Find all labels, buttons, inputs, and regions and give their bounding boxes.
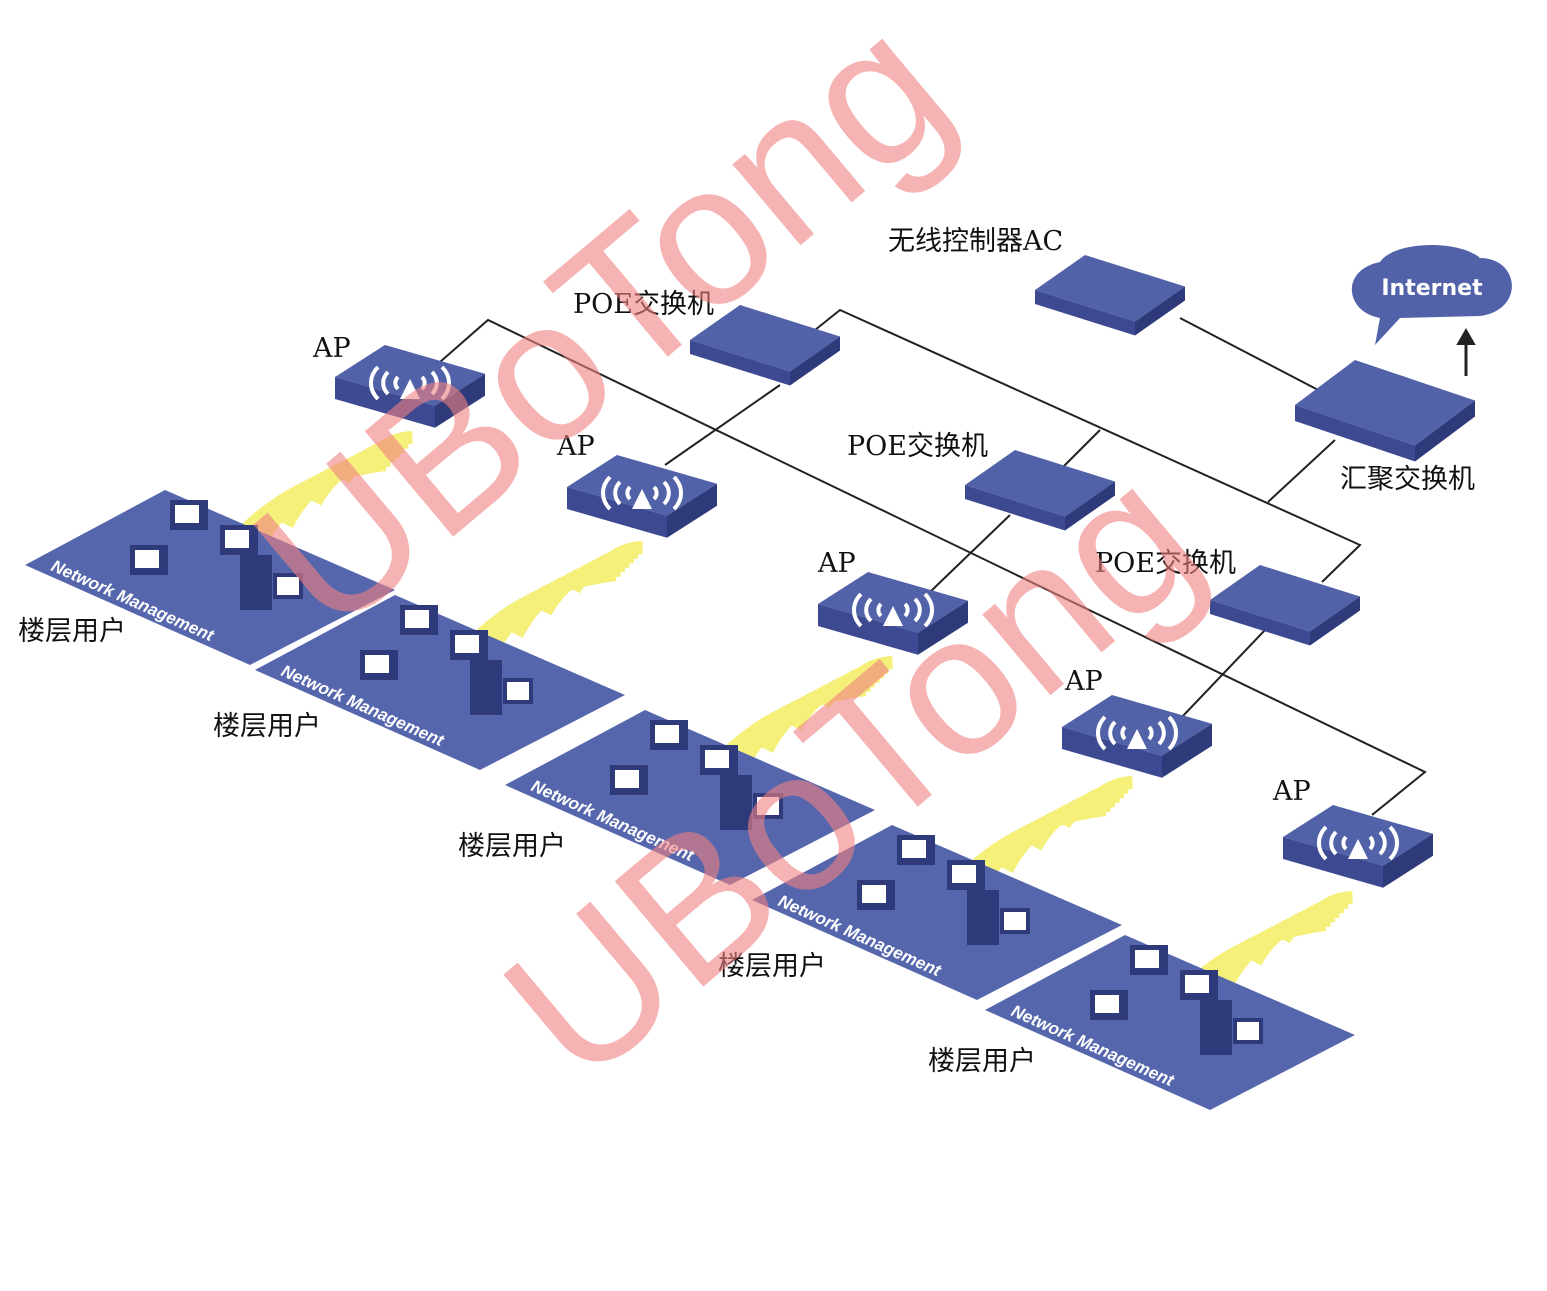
line-poe2-ap3: [929, 514, 1011, 593]
line-poe1-poe3: [814, 308, 1362, 583]
poe-switch-label: POE交换机: [1095, 548, 1236, 579]
floor-plate: Network Management: [752, 825, 1122, 1000]
line-poe1-ap2: [664, 384, 781, 466]
computer-icon: [130, 545, 168, 575]
computer-icon: [450, 630, 488, 660]
computer-icon: [897, 835, 935, 865]
server-icon: [967, 890, 1030, 945]
aggregation-switch-label: 汇聚交换机: [1340, 464, 1475, 495]
access-point-device: [567, 455, 717, 538]
computer-icon: [170, 500, 208, 530]
arrow-head-icon: [1456, 327, 1476, 345]
computer-icon: [857, 880, 895, 910]
poe-switch-device: [965, 450, 1115, 531]
wireless-icon: [851, 592, 935, 628]
ap-label: AP: [817, 548, 856, 579]
wireless-icon: [600, 475, 684, 511]
line-ap1-ap5: [439, 318, 1427, 816]
ap-label: AP: [1272, 776, 1311, 807]
ap-label: AP: [1064, 666, 1103, 697]
ac-label: 无线控制器AC: [888, 226, 1063, 257]
poe-switch-device: [1210, 565, 1360, 646]
access-point-device: [818, 572, 968, 655]
poe-switch-label: POE交换机: [847, 431, 988, 462]
line-agg-down: [1267, 439, 1336, 503]
server-icon: [720, 775, 783, 830]
floor-users-label: 楼层用户: [458, 831, 566, 862]
wireless-icon: [1095, 715, 1179, 751]
computer-icon: [610, 765, 648, 795]
computer-icon: [700, 745, 738, 775]
ap-label: AP: [556, 431, 595, 462]
poe-switch-device: [690, 305, 840, 386]
ac-controller-device: [1035, 255, 1185, 336]
line-ac-agg: [1179, 317, 1323, 393]
ap-label: AP: [312, 333, 351, 364]
computer-icon: [220, 525, 258, 555]
floor-plate: Network Management: [25, 490, 395, 665]
computer-icon: [1090, 990, 1128, 1020]
wireless-icon: [368, 365, 452, 401]
aggregation-switch-device: [1295, 360, 1475, 462]
access-point-device: [335, 345, 485, 428]
computer-icon: [947, 860, 985, 890]
access-point-device: [1283, 805, 1433, 888]
floor-users-label: 楼层用户: [18, 616, 126, 647]
computer-icon: [400, 605, 438, 635]
wireless-icon: [1316, 825, 1400, 861]
line-poe2-uplink: [1059, 429, 1101, 471]
computer-icon: [1130, 945, 1168, 975]
server-icon: [240, 555, 303, 610]
poe-switch-label: POE交换机: [573, 289, 714, 320]
internet-cloud-icon: Internet: [1351, 244, 1512, 345]
server-icon: [470, 660, 533, 715]
computer-icon: [1180, 970, 1218, 1000]
floor-users-label: 楼层用户: [213, 711, 321, 742]
access-point-device: [1062, 695, 1212, 778]
server-icon: [1200, 1000, 1263, 1055]
internet-label: Internet: [1381, 276, 1483, 301]
floor-users-label: 楼层用户: [718, 951, 826, 982]
floor-users-label: 楼层用户: [928, 1046, 1036, 1077]
computer-icon: [360, 650, 398, 680]
computer-icon: [650, 720, 688, 750]
